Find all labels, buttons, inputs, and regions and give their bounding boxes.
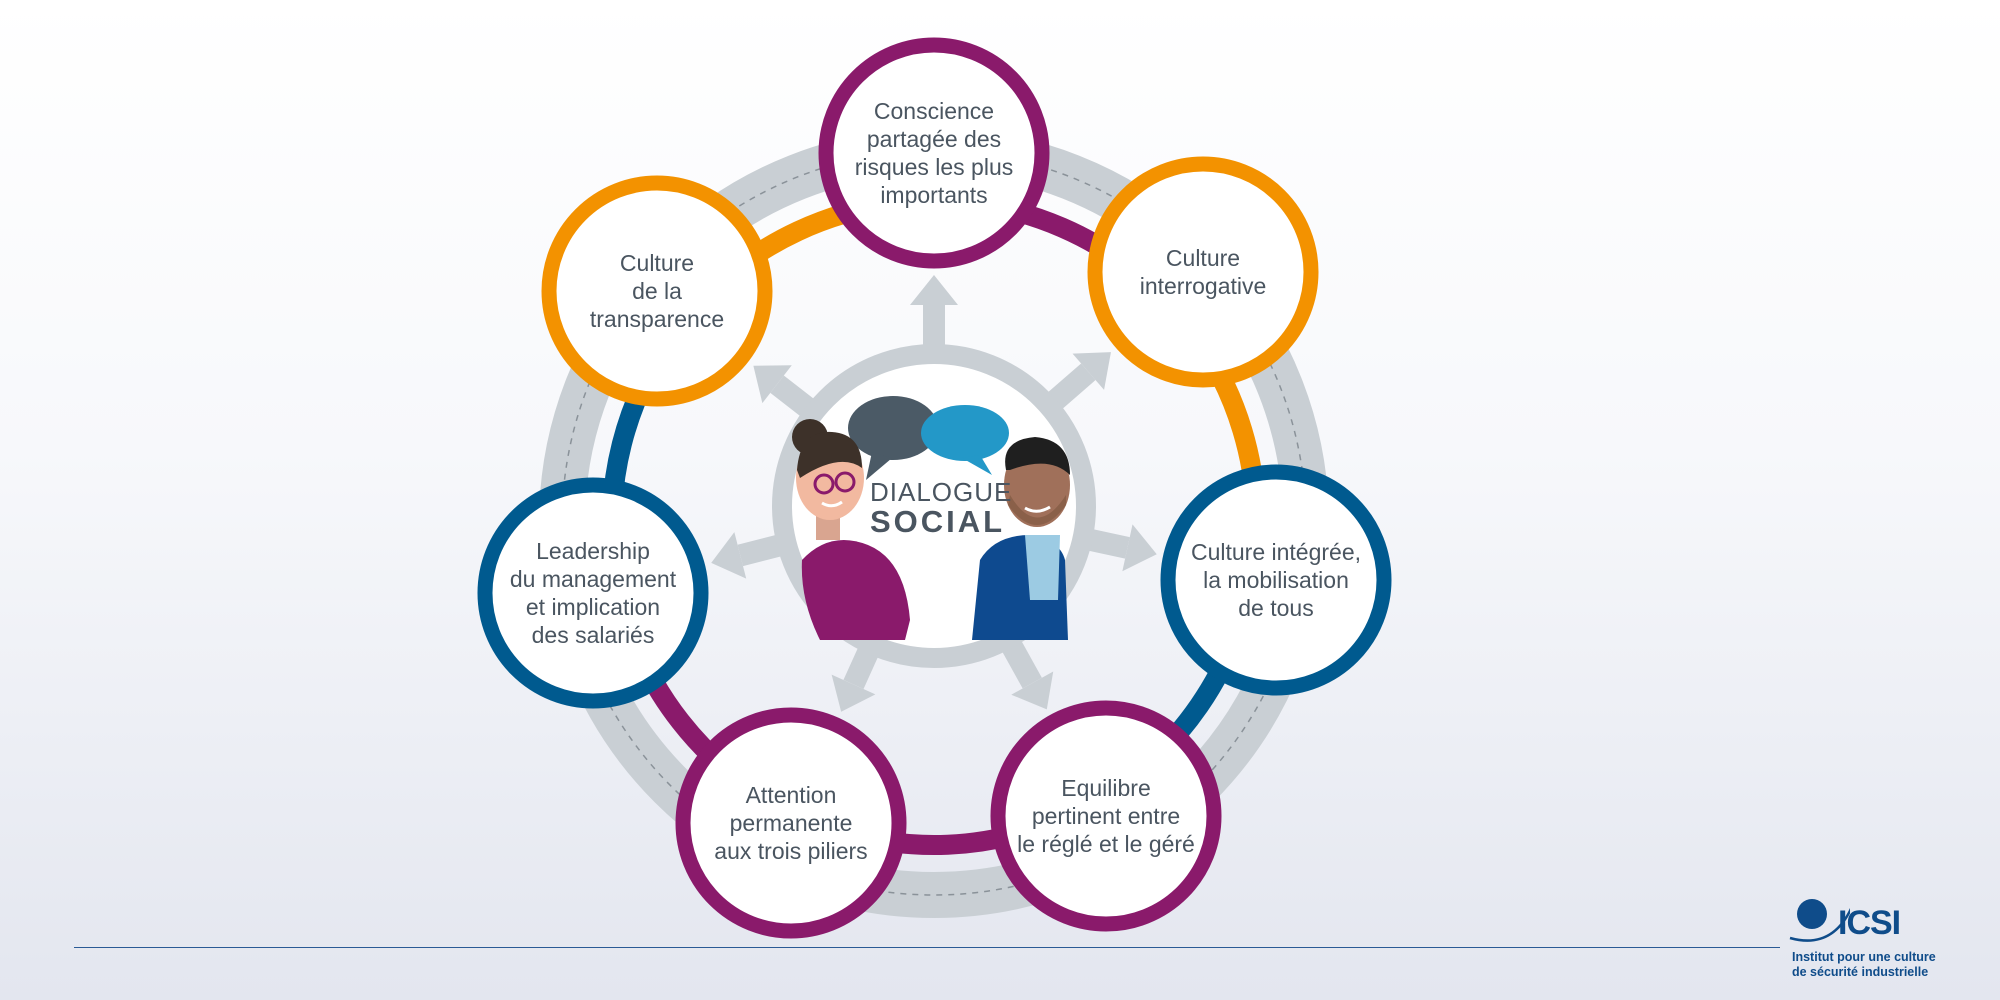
node-label-line: le réglé et le géré: [1017, 831, 1195, 857]
node-circle-integree: [1160, 464, 1392, 696]
node-label-line: Attention: [745, 782, 837, 808]
center-title-line1: DIALOGUE: [870, 477, 1013, 507]
node-circle-leadership: [477, 477, 709, 709]
bottom-divider: [74, 947, 1780, 948]
arrow-to-conscience: [910, 275, 958, 356]
node-circle-attention: [675, 707, 907, 939]
node-label-line: pertinent entre: [1031, 803, 1181, 829]
node-circle-equilibre: [990, 700, 1222, 932]
woman-illustration: [792, 419, 910, 640]
node-circle-interrogative: [1087, 156, 1319, 388]
node-label-line: interrogative: [1139, 273, 1267, 299]
node-label-line: et implication: [525, 594, 661, 620]
node-label-line: Culture intégrée,: [1190, 539, 1362, 565]
node-label-line: Culture: [619, 250, 695, 276]
node-label-line: risques les plus: [854, 154, 1014, 180]
logo-name: ICSI: [1838, 904, 1901, 942]
node-label-line: aux trois piliers: [714, 838, 868, 864]
node-label-line: Equilibre: [1061, 775, 1151, 801]
node-label-line: Leadership: [536, 538, 650, 564]
logo-subtitle: Institut pour une culture de sécurité in…: [1792, 950, 1936, 980]
logo-subtitle-line2: de sécurité industrielle: [1792, 965, 1929, 979]
node-circle-conscience: [818, 37, 1050, 269]
node-label-line: de tous: [1238, 595, 1314, 621]
node-circle-transparence: [541, 175, 773, 407]
node-label-line: Culture: [1165, 245, 1241, 271]
center-title-line2: SOCIAL: [870, 504, 1006, 539]
icsi-logo: ICSI Institut pour une culture de sécuri…: [1770, 880, 1970, 990]
center-title: DIALOGUE SOCIAL: [870, 478, 1012, 538]
node-label-line: Conscience: [873, 98, 995, 124]
logo-subtitle-line1: Institut pour une culture: [1792, 950, 1936, 964]
arrow-to-equilibre: [997, 631, 1054, 710]
node-label-line: du management: [509, 566, 677, 592]
node-label-line: de la: [632, 278, 682, 304]
node-label-line: partagée des: [866, 126, 1002, 152]
speech-bubbles-icon: [848, 396, 1009, 480]
node-label-line: transparence: [589, 306, 725, 332]
icsi-logo-mark-icon: [1789, 899, 1850, 942]
node-label-line: des salariés: [531, 622, 655, 648]
node-label-line: permanente: [729, 810, 853, 836]
node-label-line: importants: [880, 182, 988, 208]
node-label-line: la mobilisation: [1203, 567, 1349, 593]
man-illustration: [972, 437, 1070, 640]
arrow-to-interrogative: [1039, 352, 1111, 416]
